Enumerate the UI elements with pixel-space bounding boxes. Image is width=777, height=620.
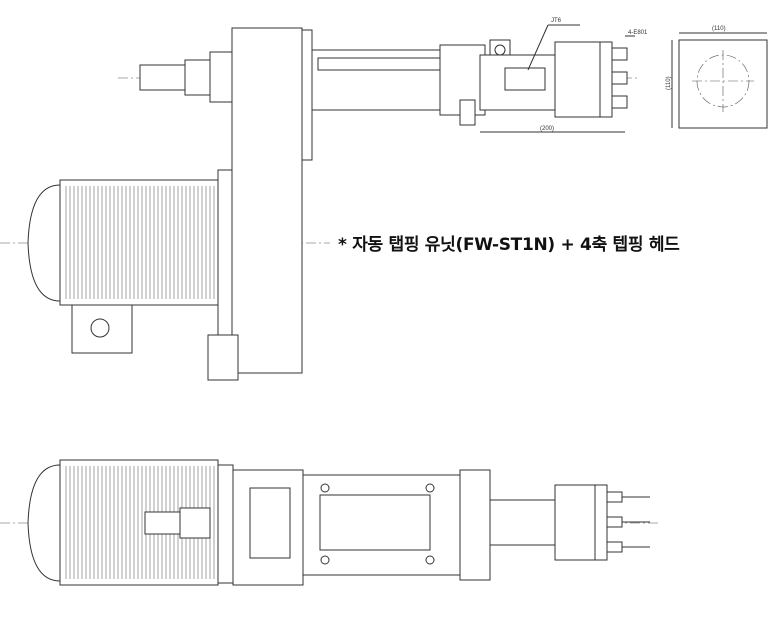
- label-width: (110): [712, 26, 726, 32]
- tapping-head-top: [479, 24, 635, 133]
- coupling-bottom: [144, 464, 304, 586]
- label-length: (200): [540, 126, 554, 132]
- drawing-caption: * 자동 탭핑 유닛(FW-ST1N) + 4축 텝핑 헤드: [338, 235, 680, 255]
- cylinder-bottom: [302, 469, 491, 581]
- motor-top: [27, 179, 219, 354]
- label-part: JT6: [551, 18, 562, 24]
- end-view: [671, 32, 768, 129]
- tapping-head-bottom: [489, 484, 650, 561]
- label-spindles: 4-E801: [628, 30, 648, 36]
- shaft-top: [139, 51, 233, 103]
- gearbox: [207, 27, 313, 381]
- label-height: (110): [666, 76, 672, 90]
- feed-cylinder: [311, 39, 511, 126]
